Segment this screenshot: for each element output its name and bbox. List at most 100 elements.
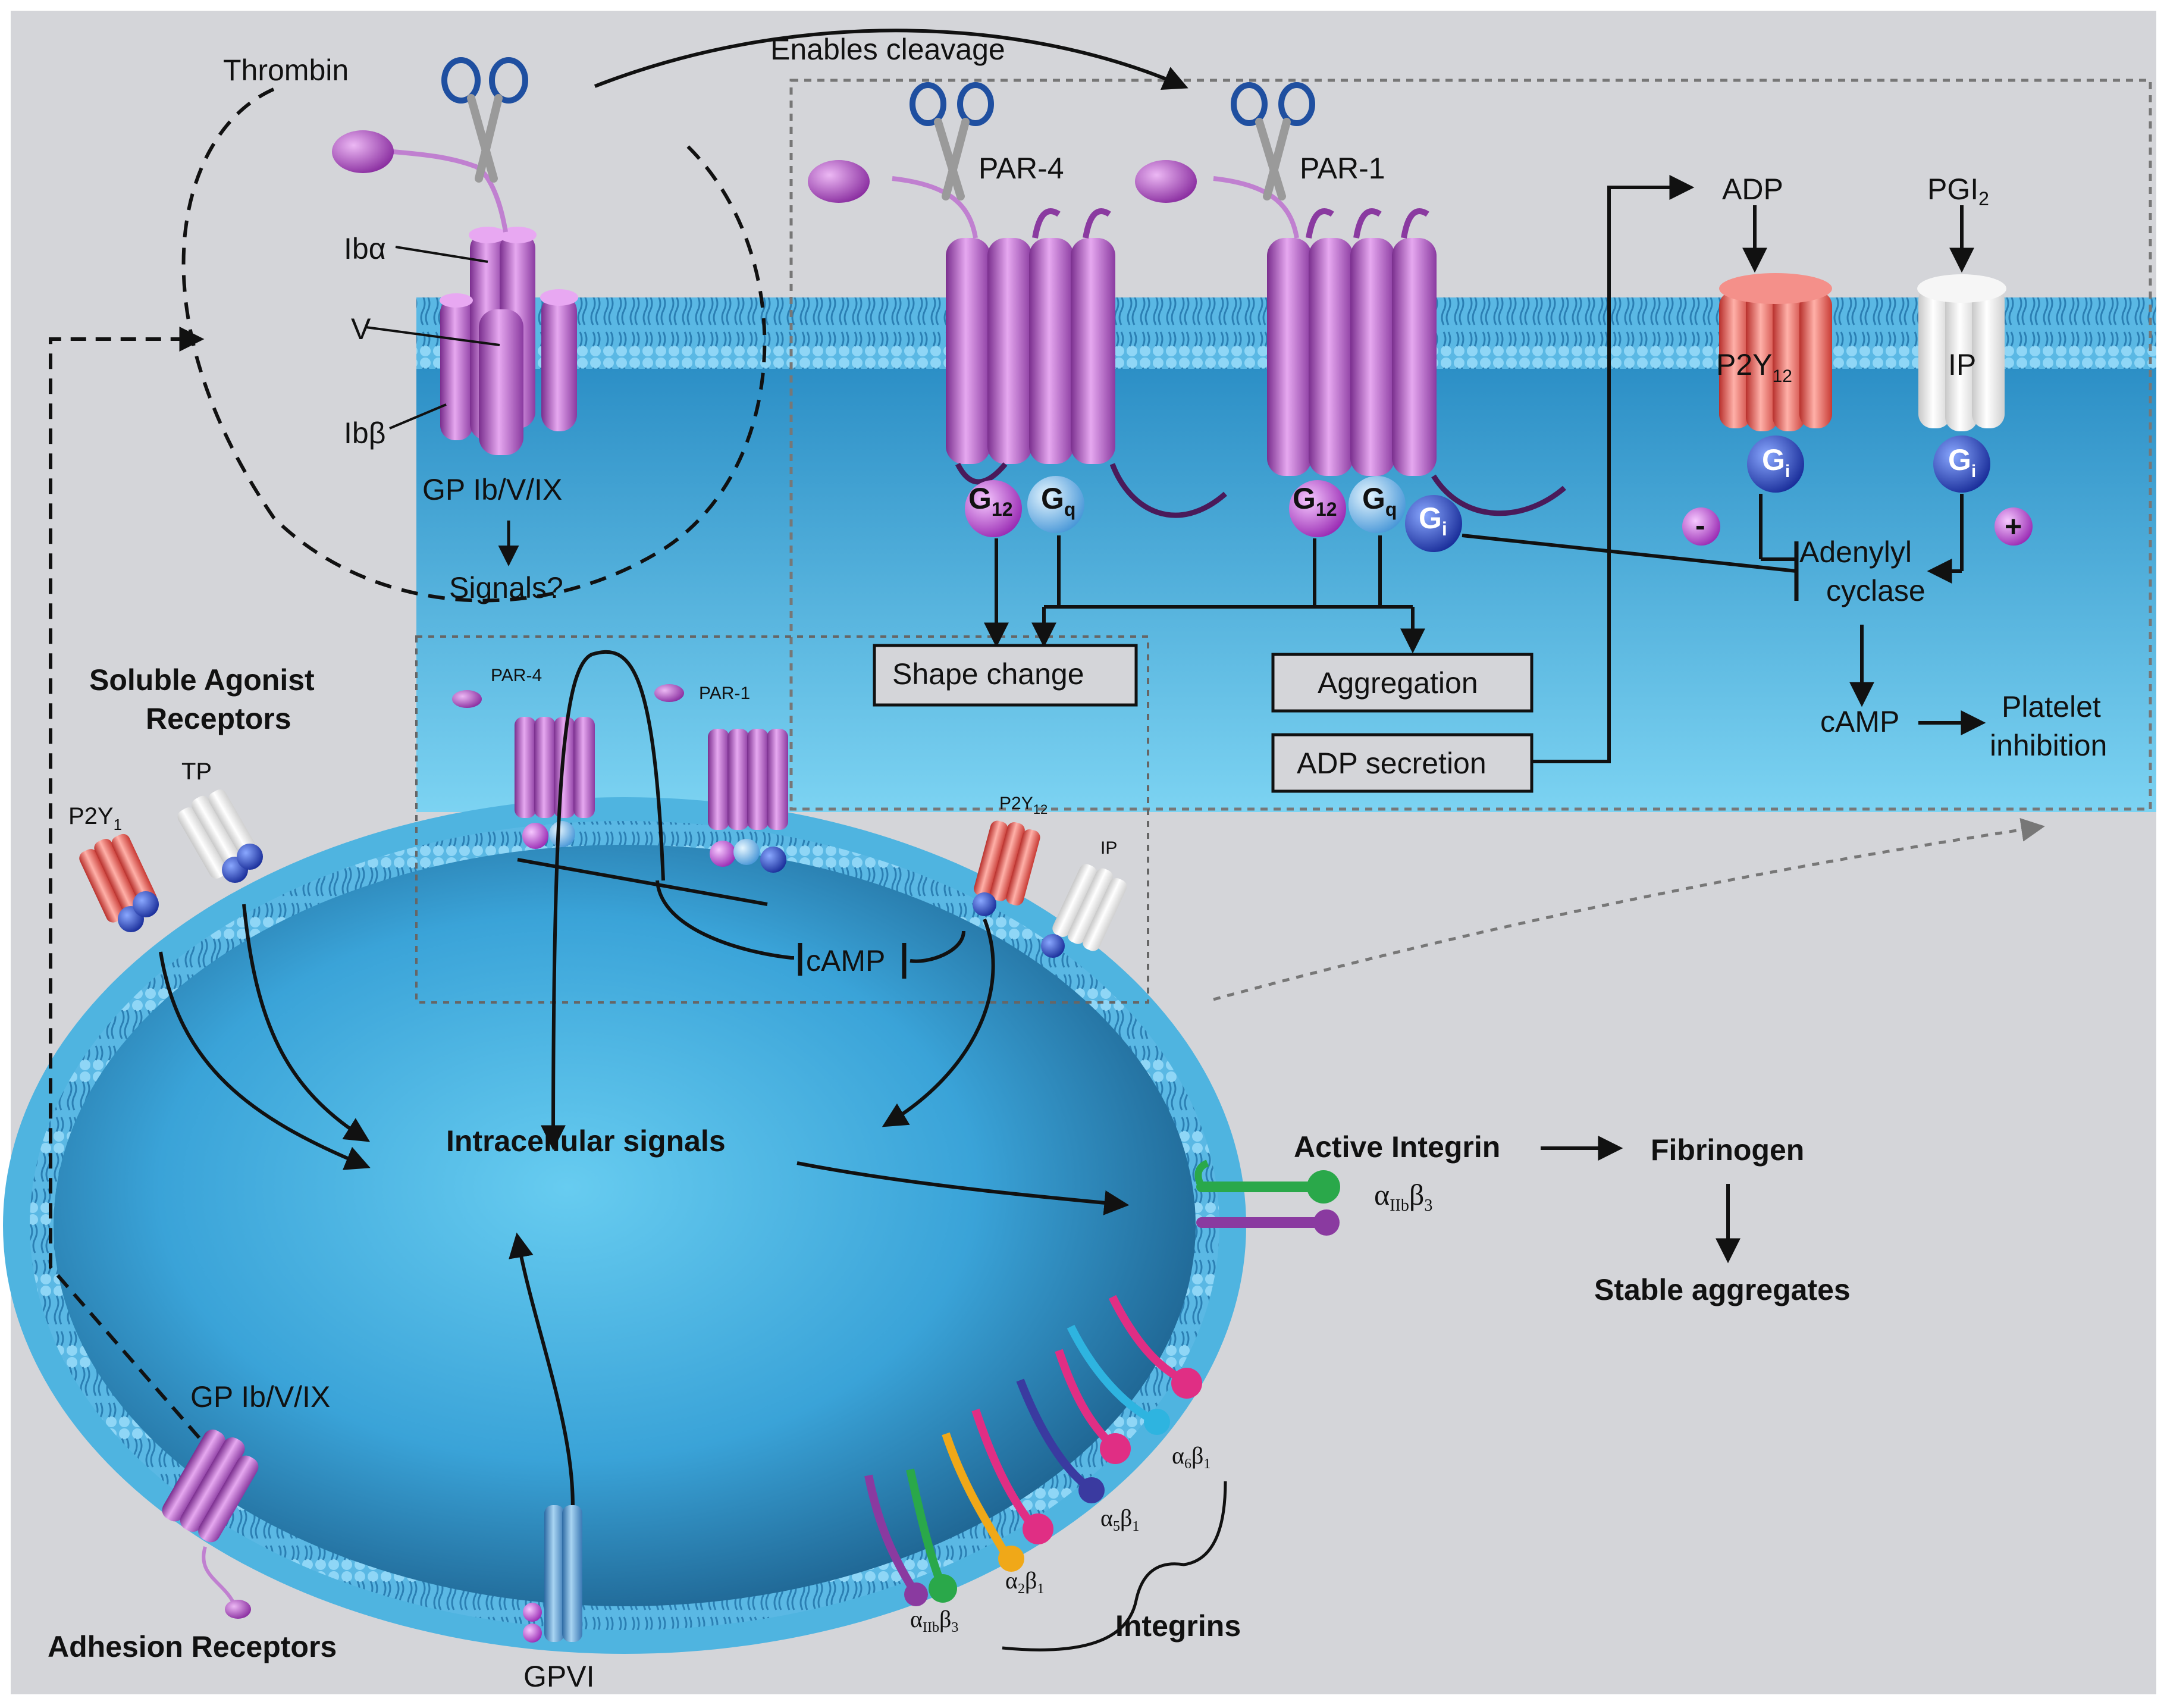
p2y12-gi-label: Gi [1762,443,1790,481]
integrin-group [864,1295,1202,1606]
small-gp-ib-ligand [225,1600,251,1619]
small-p2y12-gi [973,892,996,916]
par4-tethered-ligand [808,160,870,203]
par4-g12-label: G12 [968,482,1013,520]
par1-g12-label: G12 [1293,482,1337,520]
par4-g12-protein [965,480,1022,537]
par1-gi-label: Gi [1419,502,1447,540]
thrombin-icon [332,130,394,173]
thrombin-arc-arrow [594,29,1188,90]
thrombin-dashed-circle [181,87,767,603]
pgi2-label: PGI2 [1927,173,1989,209]
par4-c-tail [1109,463,1227,518]
shape-change-label: Shape change [892,657,1084,691]
gpvi-label: GPVI [523,1660,594,1693]
a2b1-label: α2β1 [1005,1567,1044,1597]
soluble-title-2: Receptors [146,702,291,735]
par1-c-tail [1431,474,1566,516]
a5b1-label: α5β1 [1100,1505,1139,1534]
adenylyl-label: Adenylyl [1799,535,1912,569]
inhibition-label: inhibition [1990,729,2107,762]
signals-label: Signals? [449,571,563,604]
ib-alpha-leader [395,246,488,263]
camp-small-label: cAMP [806,944,885,977]
aiib-b3-label: αIIbβ3 [1374,1178,1432,1215]
small-p2y12 [974,820,1040,905]
top-pathway-arrows [984,175,1986,763]
par4-small-label: PAR-4 [491,666,542,685]
par1-gq-protein [1349,476,1406,533]
adp-secretion-label: ADP secretion [1297,747,1487,780]
par1-label: PAR-1 [1300,152,1385,185]
gp-ib-v-ix-complex [392,149,578,455]
fibrinogen-label: Fibrinogen [1651,1133,1804,1167]
aiibb3-small-label: αIIbβ3 [910,1606,958,1635]
minus-badge [1682,507,1720,546]
v-leader [365,326,500,346]
par1-g12-protein [1289,480,1346,537]
par4-gq-protein [1027,476,1084,533]
par4-receptor [892,176,1115,464]
a6b1-label: α6β1 [1172,1442,1210,1472]
camp-label: cAMP [1820,705,1899,738]
adhesion-receptors-label: Adhesion Receptors [48,1630,337,1663]
scissors-icon [910,82,994,200]
adhesion-dashed-path [49,327,234,1477]
integrins-label: Integrins [1115,1609,1241,1643]
adp-label: ADP [1722,173,1783,206]
small-gp-ib-tail [202,1546,237,1607]
ib-beta-label: Ibβ [344,416,385,450]
p2y1-label: P2Y1 [68,803,122,833]
small-ip [1052,864,1127,951]
intracellular-label: Intracellular signals [446,1124,726,1158]
par1-gq-label: Gq [1362,482,1397,520]
p2y12-gi-protein [1747,435,1804,493]
soluble-title-1: Soluble Agonist [89,663,315,697]
par1-receptor [1213,176,1437,476]
platelet-cell [3,797,1246,1654]
ib-alpha-label: Ibα [344,232,386,265]
cyclase-label: cyclase [1826,574,1925,607]
minus-label: - [1695,509,1705,542]
par4-gq-label: Gq [1041,482,1075,520]
enables-cleavage-label: Enables cleavage [770,33,1005,66]
small-ip-gi [1041,934,1065,958]
aggregation-label: Aggregation [1318,666,1478,700]
par1-gi-protein [1405,495,1462,552]
adp-secretion-box [1271,733,1533,793]
plus-badge [1994,507,2033,546]
par1-small-label: PAR-1 [699,684,750,703]
active-integrin [1194,1159,1340,1236]
scissors-icon [1231,82,1315,200]
par4-loop [955,462,1008,485]
small-p2y1-g [133,891,159,917]
integrins-brace [1002,1481,1227,1651]
small-par1 [654,684,788,873]
aggregation-box [1271,653,1533,713]
ip-small-label: IP [1100,838,1117,858]
thrombin-label: Thrombin [223,54,349,87]
par4-label: PAR-4 [979,152,1064,185]
small-tp [177,789,259,879]
gp-ib-label-top: GP Ib/V/IX [422,473,562,506]
zoom-frame-cell [415,635,1149,1004]
ip-gi-protein [1933,435,1990,493]
p2y12-receptor [1719,273,1832,431]
p2y12-small-label: P2Y12 [999,794,1048,817]
zoom-frame-top [789,79,2152,811]
ip-receptor [1917,274,2006,431]
zoom-link-arrow [1213,817,2045,1001]
ip-label: IP [1948,348,1976,381]
p2y12-label: P2Y12 [1716,348,1792,386]
scissors-icon [441,57,528,183]
small-gp-ib-v-ix [162,1429,259,1543]
plus-label: + [2005,510,2022,543]
platelet-label: Platelet [2002,690,2101,723]
ip-gi-label: Gi [1948,443,1976,481]
gp-ib-label-cell: GP Ib/V/IX [190,1380,330,1414]
gpvi-receptor [523,1505,582,1643]
v-label: V [351,312,371,346]
stable-aggregates-label: Stable aggregates [1594,1273,1851,1306]
active-integrin-label: Active Integrin [1294,1130,1500,1164]
